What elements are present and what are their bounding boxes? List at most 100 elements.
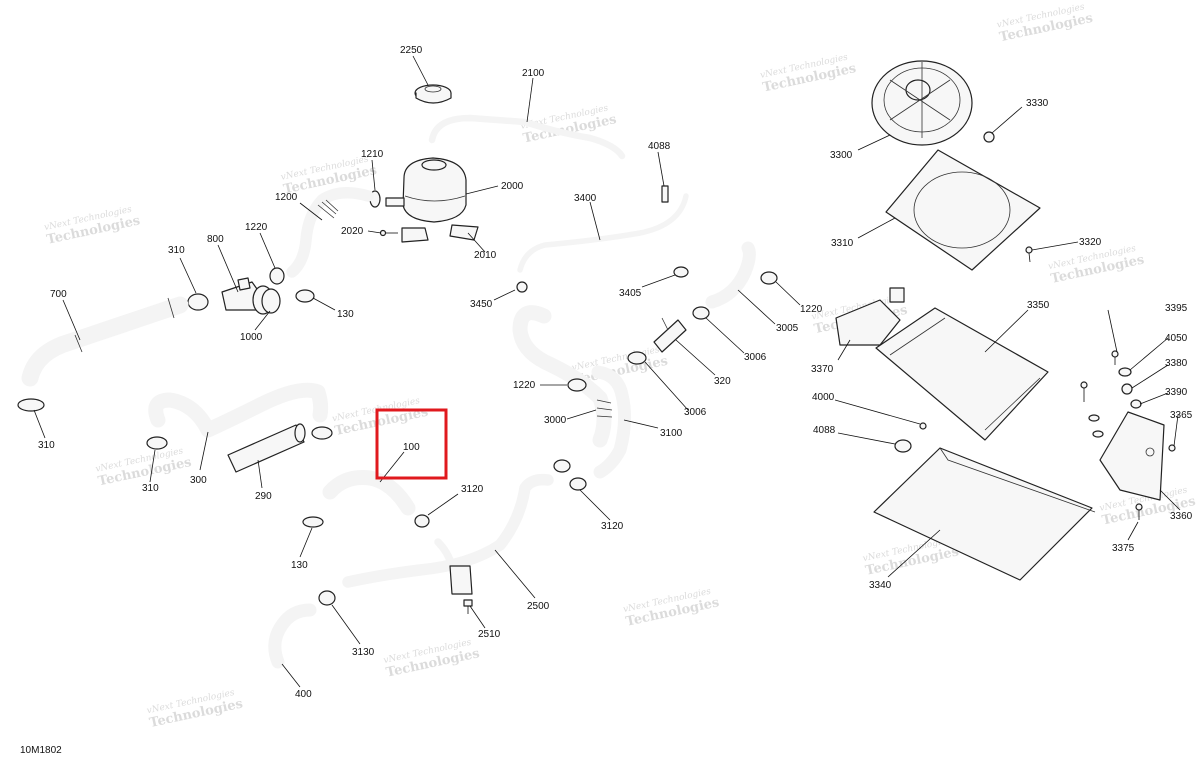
callout-2250[interactable]: 2250 (400, 45, 423, 56)
callout-3330[interactable]: 3330 (1026, 98, 1049, 109)
part-3006-clamp-lower[interactable] (627, 351, 647, 365)
callout-3390[interactable]: 3390 (1165, 387, 1188, 398)
part-2020-bracket[interactable] (379, 227, 429, 243)
part-130-clamp-upper[interactable] (295, 289, 315, 303)
callout-2010[interactable]: 2010 (474, 250, 497, 261)
part-3365-fastener[interactable] (1168, 444, 1176, 452)
callout-3375[interactable]: 3375 (1112, 543, 1135, 554)
part-3390-grommet[interactable] (1130, 399, 1142, 409)
callout-2500[interactable]: 2500 (527, 601, 550, 612)
part-310-clamp-mid[interactable] (146, 436, 168, 450)
part-310-clamp-upper[interactable] (187, 293, 209, 311)
callout-3006-upper[interactable]: 3006 (744, 352, 767, 363)
part-3350-radiator[interactable] (875, 307, 1049, 441)
part-2000-expansion-tank[interactable] (385, 157, 467, 223)
part-320-fitting[interactable] (653, 317, 687, 353)
callout-3360[interactable]: 3360 (1170, 511, 1193, 522)
part-3120-clamp-left[interactable] (414, 514, 430, 528)
part-3005-hose[interactable] (705, 241, 756, 309)
part-3380-nut[interactable] (1121, 383, 1133, 395)
callout-320[interactable]: 320 (714, 376, 731, 387)
callout-4088-upper[interactable]: 4088 (648, 141, 671, 152)
callout-3350[interactable]: 3350 (1027, 300, 1050, 311)
callout-4000[interactable]: 4000 (812, 392, 835, 403)
callout-1220-upper-right[interactable]: 1220 (800, 304, 823, 315)
callout-3395[interactable]: 3395 (1165, 303, 1188, 314)
callout-3400[interactable]: 3400 (574, 193, 597, 204)
callout-3130[interactable]: 3130 (352, 647, 375, 658)
part-1220-clamp-upper-right[interactable] (760, 271, 778, 285)
part-4088-clip-lower[interactable] (894, 439, 912, 453)
part-1200-hose[interactable] (286, 187, 374, 278)
part-2510-screw[interactable] (463, 599, 473, 614)
callout-800[interactable]: 800 (207, 234, 224, 245)
part-3300-fan[interactable] (871, 60, 973, 146)
callout-310-lower-left[interactable]: 310 (38, 440, 55, 451)
callout-2100[interactable]: 2100 (522, 68, 545, 79)
part-300-hose[interactable] (148, 382, 329, 438)
part-130-clamp-lower[interactable] (302, 516, 324, 528)
part-3405-fitting[interactable] (673, 266, 689, 278)
callout-3380[interactable]: 3380 (1165, 358, 1188, 369)
part-3120-clamp-right-upper[interactable] (553, 459, 571, 473)
part-100-hose[interactable] (322, 470, 416, 516)
part-400-hose[interactable] (268, 603, 317, 669)
callout-1220-mid[interactable]: 1220 (513, 380, 536, 391)
callout-3005[interactable]: 3005 (776, 323, 799, 334)
part-4050-washer[interactable] (1118, 367, 1132, 377)
part-310-clamp-lower-left[interactable] (17, 398, 45, 412)
callout-3370[interactable]: 3370 (811, 364, 834, 375)
callout-2510[interactable]: 2510 (478, 629, 501, 640)
part-left-bolt-stack[interactable] (1080, 381, 1104, 438)
part-3400-hose[interactable] (517, 193, 689, 273)
callout-1220-left[interactable]: 1220 (245, 222, 268, 233)
part-700-hose[interactable] (21, 296, 189, 387)
callout-1200[interactable]: 1200 (275, 192, 298, 203)
part-2250-cap[interactable] (414, 84, 452, 104)
callout-3450[interactable]: 3450 (470, 299, 493, 310)
callout-3365[interactable]: 3365 (1170, 410, 1193, 421)
callout-400[interactable]: 400 (295, 689, 312, 700)
part-3360-mount-bracket[interactable] (1099, 411, 1165, 501)
part-3340-guard[interactable] (873, 447, 1096, 581)
callout-3320[interactable]: 3320 (1079, 237, 1102, 248)
part-310-clamp-right[interactable] (311, 426, 333, 440)
callout-4050[interactable]: 4050 (1165, 333, 1188, 344)
callout-310-mid[interactable]: 310 (142, 483, 159, 494)
part-2100-overflow-hose[interactable] (428, 114, 626, 160)
part-290-sleeve[interactable] (227, 423, 306, 473)
callout-290[interactable]: 290 (255, 491, 272, 502)
part-2500-pipe[interactable] (342, 473, 554, 595)
callout-1210[interactable]: 1210 (361, 149, 384, 160)
callout-100[interactable]: 100 (403, 442, 420, 453)
callout-3340[interactable]: 3340 (869, 580, 892, 591)
part-4088-clip-upper[interactable] (661, 185, 669, 203)
callout-3100[interactable]: 3100 (660, 428, 683, 439)
callout-3310[interactable]: 3310 (831, 238, 854, 249)
part-1000-thermostat[interactable] (261, 288, 281, 314)
callout-3120-left[interactable]: 3120 (461, 484, 484, 495)
part-1220-clamp-left[interactable] (269, 267, 285, 285)
callout-130-upper[interactable]: 130 (337, 309, 354, 320)
part-3006-clamp-upper[interactable] (692, 306, 710, 320)
part-3370-bracket[interactable] (835, 287, 905, 346)
part-3100-hose[interactable] (591, 365, 632, 479)
callout-3006-lower[interactable]: 3006 (684, 407, 707, 418)
part-3375-screw[interactable] (1135, 503, 1143, 520)
part-1220-clamp-mid[interactable] (567, 378, 587, 392)
part-4000-fastener[interactable] (919, 422, 927, 430)
callout-2000[interactable]: 2000 (501, 181, 524, 192)
callout-1000[interactable]: 1000 (240, 332, 263, 343)
callout-3300[interactable]: 3300 (830, 150, 853, 161)
part-3450-clamp[interactable] (516, 281, 528, 293)
part-3320-screw[interactable] (1025, 246, 1033, 263)
callout-3000[interactable]: 3000 (544, 415, 567, 426)
callout-4088-lower[interactable]: 4088 (813, 425, 836, 436)
part-3395-bolt[interactable] (1111, 350, 1119, 365)
part-2010-strap[interactable] (449, 224, 479, 241)
callout-700[interactable]: 700 (50, 289, 67, 300)
callout-2020[interactable]: 2020 (341, 226, 364, 237)
part-3120-clamp-right-lower[interactable] (569, 477, 587, 491)
part-3330-nut[interactable] (983, 131, 995, 143)
part-3130-clamp[interactable] (318, 590, 336, 606)
